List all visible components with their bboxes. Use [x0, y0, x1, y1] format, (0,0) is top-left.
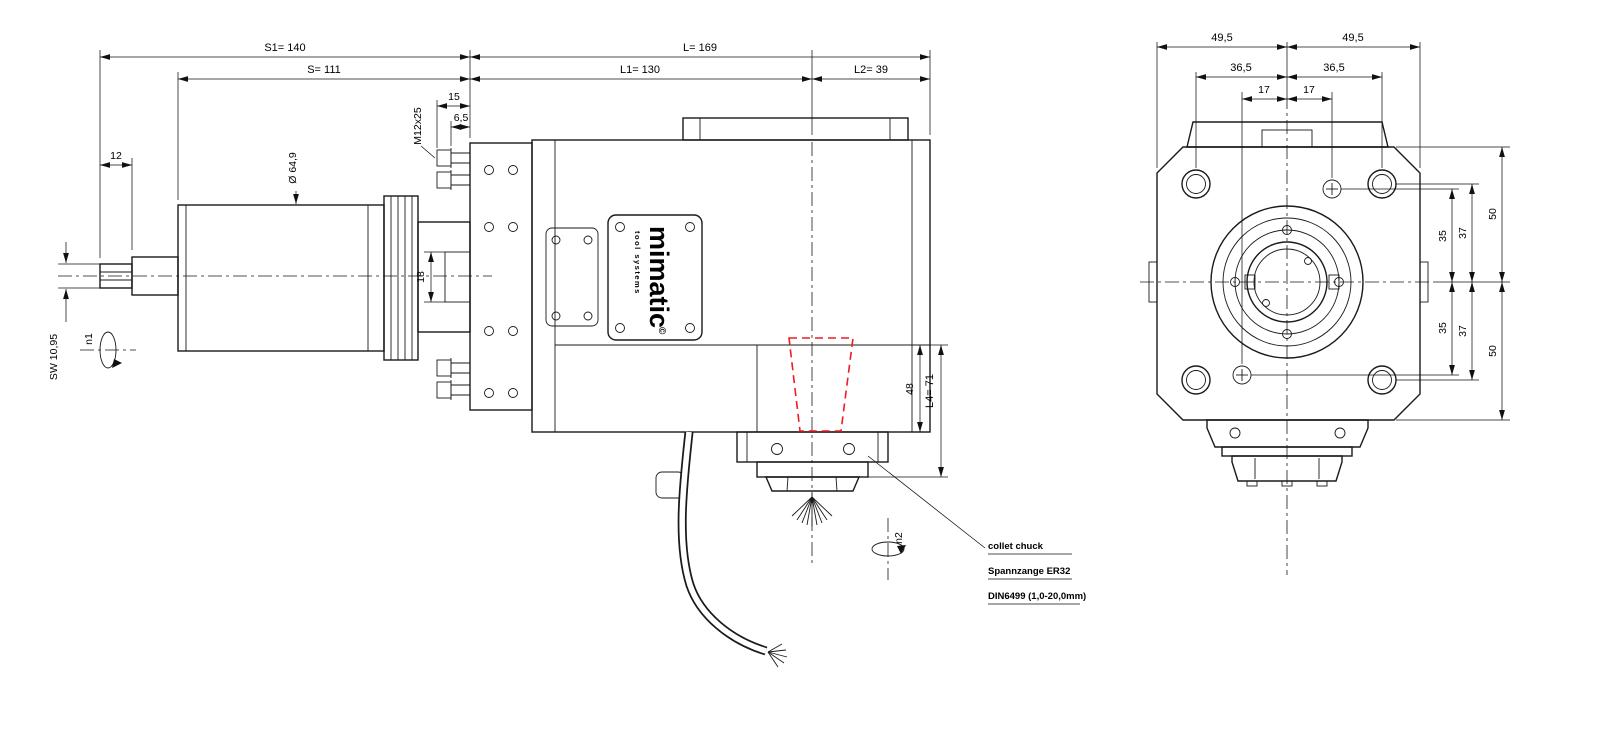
side-view: mimatic © tool systems	[48, 42, 1086, 668]
svg-text:M12x25: M12x25	[412, 107, 424, 145]
svg-text:49,5: 49,5	[1342, 32, 1363, 44]
svg-text:50: 50	[1487, 345, 1499, 357]
drive-slot-right	[1328, 274, 1340, 290]
svg-text:49,5: 49,5	[1211, 32, 1232, 44]
dim-37-bottom: 37	[1457, 282, 1475, 380]
svg-text:L2= 39: L2= 39	[854, 64, 888, 76]
tool-cone-dashed	[788, 337, 854, 432]
svg-text:48: 48	[904, 383, 916, 395]
svg-text:15: 15	[448, 91, 460, 103]
collet-nut	[764, 476, 861, 492]
note-line-3: DIN6499 (1,0-20,0mm)	[988, 591, 1086, 602]
svg-text:L1= 130: L1= 130	[620, 64, 660, 76]
label-m12x25: M12x25	[412, 107, 436, 159]
dim-49-5-left: 49,5	[1157, 32, 1287, 50]
svg-text:18: 18	[415, 271, 427, 283]
gear-head-body	[531, 117, 931, 433]
top-clamp-block	[682, 117, 909, 141]
svg-text:L= 169: L= 169	[683, 42, 717, 54]
dim-17-right: 17	[1287, 84, 1332, 102]
dim-15: 15	[436, 91, 470, 148]
dim-50-top: 50	[1487, 147, 1505, 282]
dim-37-top: 37	[1457, 184, 1475, 282]
dim-l: L= 169	[470, 42, 930, 60]
brand-plate: mimatic © tool systems	[607, 214, 703, 341]
brand-tagline: tool systems	[633, 231, 642, 295]
dim-l1: L1= 130	[470, 64, 812, 82]
dim-49-5-right: 49,5	[1287, 32, 1420, 50]
front-view: 49,5 49,5 36,5 36,5 17 17	[1140, 32, 1510, 575]
dim-35-top: 35	[1437, 189, 1455, 282]
dim-l2: L2= 39	[812, 64, 930, 82]
clamp-bolts-top	[436, 148, 470, 190]
front-dimensions: 49,5 49,5 36,5 36,5 17 17	[1156, 32, 1510, 421]
label-n2: n2	[893, 532, 905, 544]
dim-35-bottom: 35	[1437, 282, 1455, 375]
dim-s1: S1= 140	[100, 42, 470, 60]
cable	[655, 431, 788, 668]
dim-12: 12	[100, 150, 132, 168]
side-dimensions: S1= 140 L= 169 S= 111 L1= 130 L2= 39	[48, 42, 948, 478]
svg-text:17: 17	[1303, 84, 1315, 96]
front-spindle-nose	[1206, 419, 1369, 487]
dim-36-5-right: 36,5	[1287, 62, 1382, 80]
note-line-1: collet chuck	[988, 541, 1044, 552]
svg-text:L4= 71: L4= 71	[924, 374, 936, 408]
dim-s: S= 111	[178, 64, 470, 82]
svg-text:37: 37	[1457, 227, 1469, 239]
front-spindle	[1210, 205, 1364, 359]
dim-50-bottom: 50	[1487, 282, 1505, 420]
dim-sw-10-95: SW 10,95	[48, 242, 100, 380]
rotation-symbol-n2: n2	[871, 518, 906, 580]
svg-text:50: 50	[1487, 208, 1499, 220]
brand-mark: ©	[656, 327, 667, 335]
front-left-tab	[1148, 261, 1158, 303]
drive-slot-left	[1244, 274, 1256, 290]
svg-text:S1= 140: S1= 140	[264, 42, 305, 54]
cover-plate	[545, 227, 599, 327]
svg-text:36,5: 36,5	[1323, 62, 1344, 74]
svg-text:12: 12	[110, 150, 122, 162]
front-corner-holes	[1181, 169, 1397, 395]
svg-text:17: 17	[1258, 84, 1270, 96]
front-right-tab	[1419, 261, 1429, 303]
svg-text:35: 35	[1437, 322, 1449, 334]
cable-end-fray	[767, 643, 788, 668]
dim-dia-64-9: Ø 64,9	[287, 152, 299, 204]
clamp-bolts-bottom	[436, 358, 470, 400]
dim-6-5: 6,5	[450, 112, 470, 146]
svg-text:35: 35	[1437, 230, 1449, 242]
dim-18: 18	[415, 251, 445, 303]
collet-note: collet chuck Spannzange ER32 DIN6499 (1,…	[867, 455, 1086, 605]
brand-wordmark: mimatic	[644, 226, 674, 328]
dim-17-left: 17	[1242, 84, 1287, 102]
svg-text:6,5: 6,5	[454, 112, 469, 124]
dim-36-5-left: 36,5	[1196, 62, 1287, 80]
spindle-nose	[736, 431, 889, 492]
dim-l4: L4= 71	[868, 345, 948, 478]
svg-text:Ø 64,9: Ø 64,9	[287, 152, 299, 184]
svg-text:SW 10,95: SW 10,95	[48, 334, 60, 380]
rotation-symbol-n1: n1	[80, 331, 136, 369]
note-line-2: Spannzange ER32	[988, 566, 1070, 577]
svg-text:S= 111: S= 111	[307, 64, 341, 76]
svg-text:36,5: 36,5	[1230, 62, 1251, 74]
label-n1: n1	[83, 333, 95, 345]
svg-text:37: 37	[1457, 325, 1469, 337]
